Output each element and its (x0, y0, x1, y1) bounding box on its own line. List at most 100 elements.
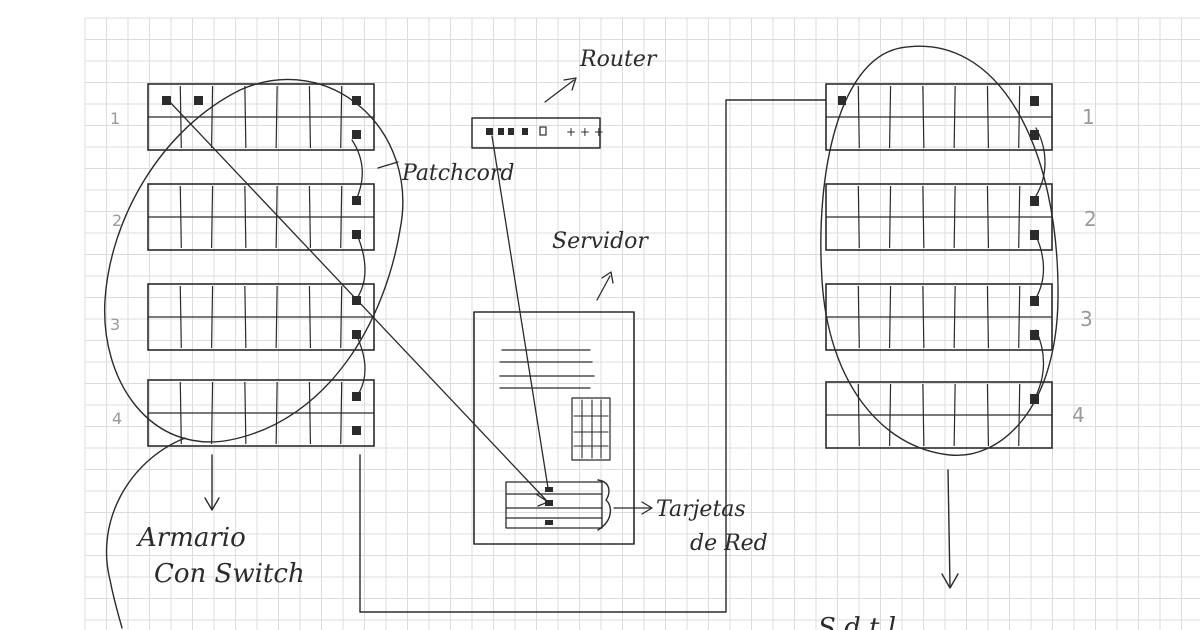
right-rack-unit-column (888, 383, 892, 447)
left-switch-port (352, 130, 361, 139)
patchcord-label: Patchcord (401, 161, 514, 186)
router-label: Router (579, 47, 658, 72)
router-port-5 (539, 126, 547, 136)
right-rack-unit-column (986, 285, 990, 349)
armario-label-line2: Con Switch (154, 559, 305, 589)
right-rack-unit-column (953, 285, 956, 349)
right-switch-port (1030, 230, 1039, 240)
tarjetas-label-line1: Tarjetas (656, 497, 746, 522)
right-rack-unit-column (986, 85, 990, 149)
left-rack-number-3: 3 (110, 315, 120, 334)
left-rack-unit-column (179, 381, 182, 445)
left-rack-unit-column (275, 285, 278, 349)
left-rack-unit-column (210, 185, 214, 249)
right-rack-unit-column (922, 383, 925, 447)
left-rack-number-2: 2 (112, 211, 122, 230)
right-link-3 (1035, 329, 1045, 397)
left-rack-unit-column (210, 85, 214, 149)
right-rack-unit-column (857, 285, 860, 349)
armario-label-line1: Armario (136, 523, 246, 553)
router-arrow-head (563, 77, 577, 91)
right-rack-unit-column (888, 285, 892, 349)
right-rack-unit-column (1018, 85, 1021, 149)
cable-left-to-server (167, 99, 547, 501)
left-rack-unit-column (308, 381, 312, 445)
right-switch-port (1030, 130, 1039, 140)
right-rack-unit-column (922, 285, 925, 349)
tarjetas-brace (597, 479, 612, 531)
right-rack-unit-column (857, 185, 860, 249)
left-rack-unit-column (179, 85, 182, 149)
patchcord-link-3 (355, 333, 366, 399)
router-box (471, 117, 601, 149)
server-vent-grid (571, 397, 611, 461)
right-link-2 (1035, 235, 1045, 299)
right-switch-port (1030, 196, 1039, 206)
right-rack-units (825, 83, 1053, 449)
right-rack-unit-column (888, 185, 892, 249)
router-port-3 (508, 128, 514, 135)
right-rack-number-1: 1 (1082, 105, 1095, 129)
cable-router-to-server (491, 135, 549, 489)
left-rack-number-1: 1 (110, 109, 120, 128)
right-switch-port (1030, 394, 1039, 404)
router-leds: + + + (566, 125, 604, 139)
cable-left-to-right-rack (359, 99, 827, 613)
servidor-arrow-head (601, 271, 614, 284)
router-arrow-shaft (544, 79, 575, 103)
left-rack-unit-column (179, 285, 182, 349)
armario-arrow-head (204, 497, 220, 511)
left-rack-unit-column (244, 185, 247, 249)
right-patch-port (838, 96, 846, 105)
server-case (473, 311, 635, 545)
left-switch-port (352, 296, 361, 305)
right-switch-port (1030, 296, 1039, 306)
left-rack-unit-column (244, 285, 247, 349)
left-rack-unit-column (340, 85, 343, 149)
patchcord-pointer (377, 161, 399, 169)
left-switch-port (352, 96, 361, 105)
left-rack-unit-column (210, 381, 214, 445)
left-rack-units (147, 83, 375, 447)
patchcord-link-1 (351, 139, 363, 201)
tarjetas-arrow-head (641, 501, 653, 515)
right-rack-unit-column (953, 85, 956, 149)
left-rack-unit-column (308, 285, 312, 349)
network-card-port-3 (545, 520, 553, 525)
left-rack-unit-column (244, 381, 247, 445)
network-card-port-2 (545, 500, 553, 506)
right-rack-arrow-shaft (947, 469, 951, 587)
right-rack-unit-column (986, 185, 990, 249)
left-rack-number-4: 4 (112, 409, 122, 428)
left-rack-lower-curve (105, 437, 186, 629)
right-rack-unit-column (986, 383, 990, 447)
right-rack-unit-column (922, 85, 925, 149)
servidor-label: Servidor (552, 229, 649, 254)
right-rack-unit-column (1018, 383, 1021, 447)
right-rack-unit-column (1018, 185, 1021, 249)
right-rack-number-2: 2 (1084, 207, 1097, 231)
left-rack-unit-column (340, 381, 343, 445)
patchcord-link-2 (355, 231, 366, 301)
left-rack-unit-column (275, 85, 278, 149)
graph-paper-grid (84, 17, 1200, 630)
right-link-1 (1035, 127, 1046, 197)
right-rack-unit-column (888, 85, 892, 149)
cables (167, 99, 827, 613)
left-rack-unit-column (275, 381, 278, 445)
right-rack-unit-column (857, 85, 860, 149)
left-rack-unit-column (244, 85, 247, 149)
servidor-arrow-shaft (596, 275, 611, 301)
right-switch-port (1030, 330, 1039, 340)
left-rack-unit-column (340, 185, 343, 249)
right-rack-unit-column (953, 185, 956, 249)
right-switch-port (1030, 96, 1039, 106)
right-rack-loop-outline (820, 45, 1059, 456)
left-patch-port (162, 96, 171, 105)
router-port-2 (498, 128, 504, 135)
left-rack-cabinet: 1 2 3 4 (104, 78, 404, 629)
left-rack-loop-outline (104, 78, 404, 443)
router-port-4 (522, 128, 528, 135)
right-rack-unit-column (953, 383, 956, 447)
